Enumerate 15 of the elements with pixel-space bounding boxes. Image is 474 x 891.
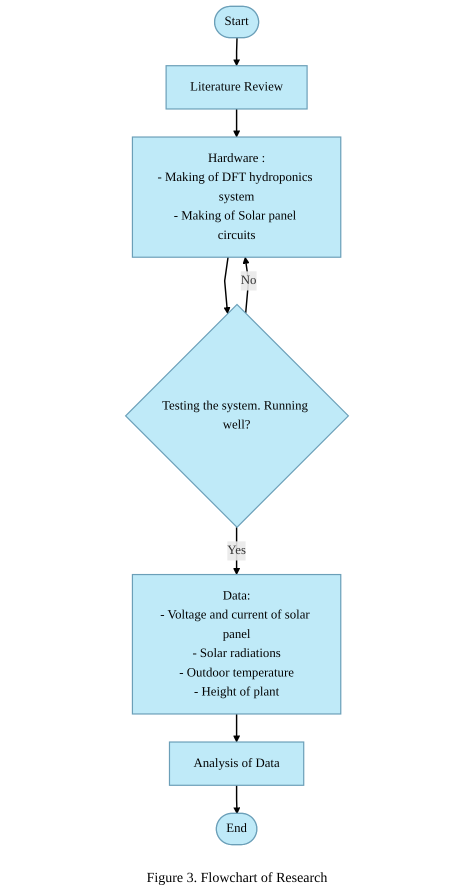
terminal-oval: End	[216, 812, 258, 846]
caption: Figure 3. Flowchart of Research	[146, 870, 328, 887]
process-box: Data: - Voltage and current of solar panel - Solar radiations - Outdoor temperature - Height of plant	[132, 574, 342, 715]
terminal-oval: Start	[214, 6, 260, 38]
process-box: Analysis of Data	[168, 741, 304, 786]
process-box: Hardware : - Making of DFT hydroponics system - Making of Solar panel circuits	[132, 136, 342, 258]
arrow	[233, 785, 240, 814]
edge-label: Yes	[227, 541, 246, 561]
process-box: Literature Review	[166, 65, 308, 110]
arrow	[233, 108, 240, 138]
arrow	[223, 257, 230, 314]
decision-diamond: Testing the system. Running well?	[124, 304, 350, 528]
arrow	[233, 714, 240, 742]
edge-label: No	[240, 271, 256, 290]
arrow	[233, 38, 240, 66]
